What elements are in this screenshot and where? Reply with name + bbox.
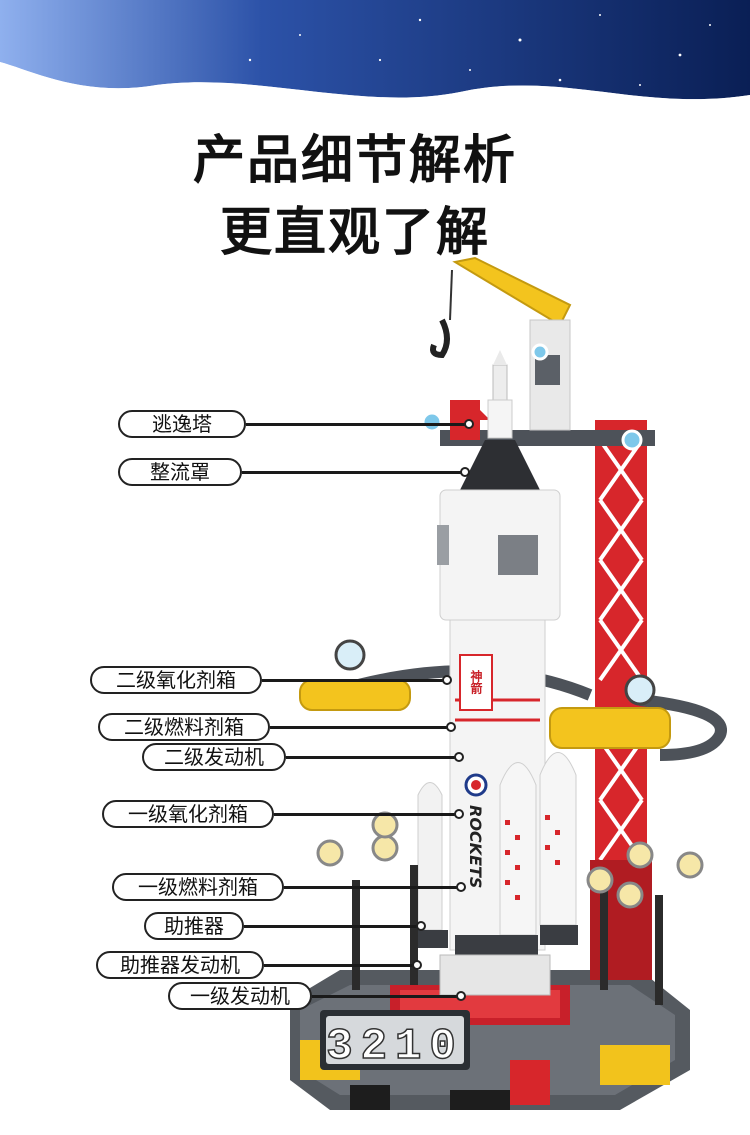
callout-booster: 助推器 <box>144 912 244 940</box>
leader-dot <box>442 675 452 685</box>
starry-banner <box>0 0 750 112</box>
callout-fairing: 整流罩 <box>118 458 242 486</box>
headline-line1: 产品细节解析 <box>192 131 517 191</box>
leader-line <box>246 423 468 426</box>
leader-dot <box>454 809 464 819</box>
callout-stage2-oxidizer-tank: 二级氧化剂箱 <box>90 666 262 694</box>
leader-dot <box>464 419 474 429</box>
callout-escape-tower: 逃逸塔 <box>118 410 246 438</box>
leader-line <box>244 925 420 928</box>
callout-stage1-fuel-tank: 一级燃料剂箱 <box>112 873 284 901</box>
callout-booster-engine: 助推器发动机 <box>96 951 264 979</box>
callout-stage2-engine: 二级发动机 <box>142 743 286 771</box>
leader-line <box>262 679 446 682</box>
leader-line <box>284 886 460 889</box>
leader-line <box>312 995 460 998</box>
leader-dot <box>456 991 466 1001</box>
leader-dot <box>454 752 464 762</box>
leader-dot <box>416 921 426 931</box>
callout-stage1-engine: 一级发动机 <box>168 982 312 1010</box>
callout-stage2-fuel-tank: 二级燃料剂箱 <box>98 713 270 741</box>
countdown-display: 3210 <box>326 1022 464 1072</box>
rocket-vertical-label: ROCKETS <box>466 805 485 888</box>
leader-dot <box>456 882 466 892</box>
leader-dot <box>460 467 470 477</box>
headline-line2: 更直观了解 <box>219 203 490 263</box>
leader-line <box>270 726 450 729</box>
leader-dot <box>446 722 456 732</box>
leader-dot <box>412 960 422 970</box>
callout-stage1-oxidizer-tank: 一级氧化剂箱 <box>102 800 274 828</box>
rocket-emblem-text: 神箭 <box>469 669 483 695</box>
leader-line <box>242 471 464 474</box>
rocket-launch-set-image: 3210 神箭 ROCKETS <box>290 256 727 1110</box>
leader-line <box>274 813 458 816</box>
leader-line <box>286 756 458 759</box>
leader-line <box>264 964 416 967</box>
